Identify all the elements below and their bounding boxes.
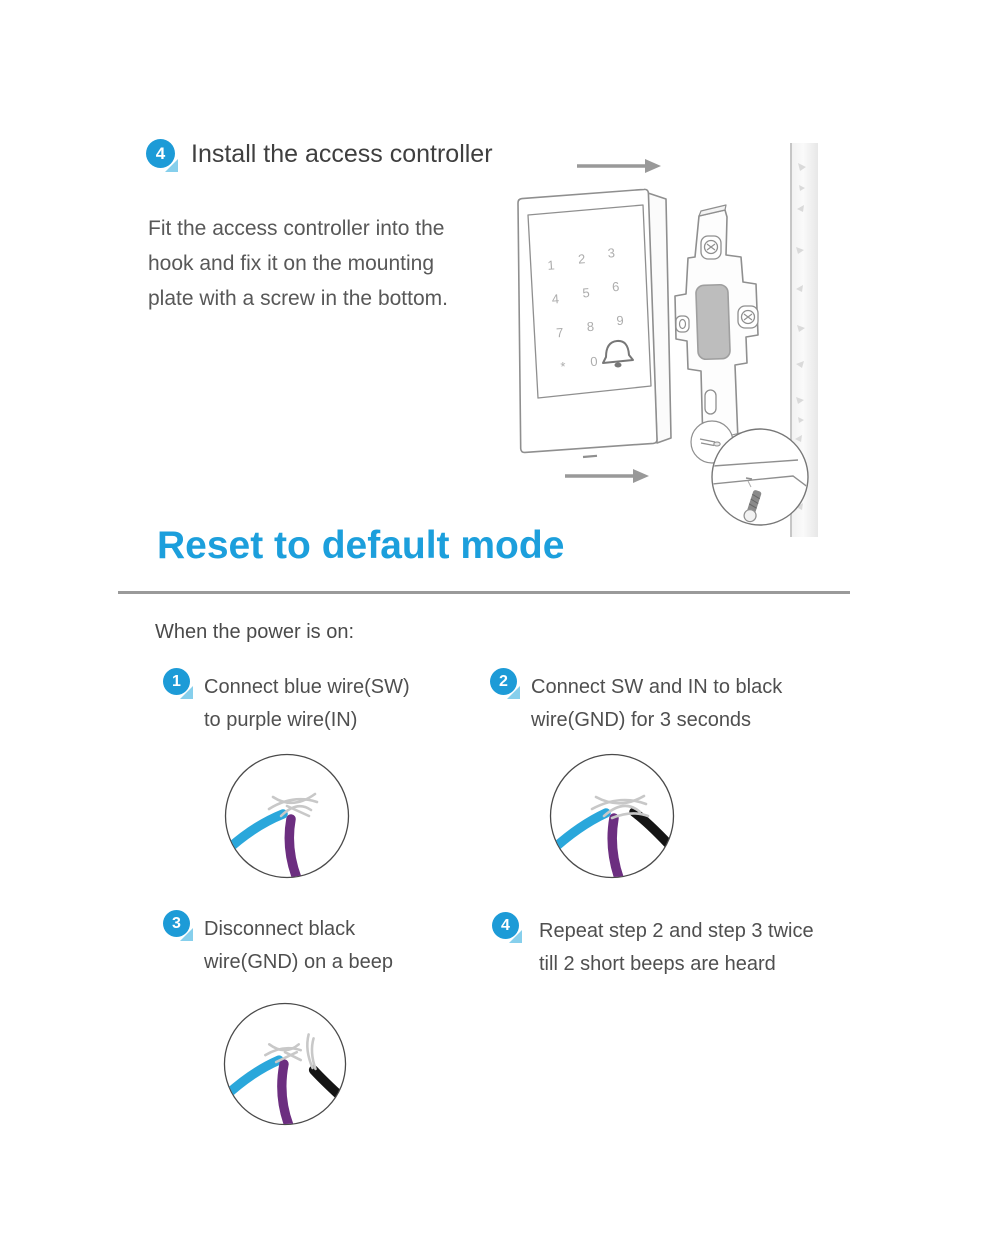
installation-diagram: 1 2 3 4 5 6 7 8 9 * 0 <box>517 143 818 537</box>
magnifier-detail-circle <box>711 428 809 526</box>
step-text-line: wire(GND) for 3 seconds <box>531 709 752 731</box>
keypad-key: 2 <box>578 251 586 266</box>
step-number: 3 <box>172 914 181 932</box>
step-number: 4 <box>155 143 166 163</box>
install-section-title: Install the access controller <box>191 140 493 168</box>
install-instructions: Fit the access controller into the hook … <box>148 211 448 316</box>
reset-section-heading: Reset to default mode <box>157 524 565 567</box>
step-number: 4 <box>501 916 510 934</box>
step-text-line: Connect blue wire(SW) <box>204 676 410 698</box>
step-badge-4: 4 <box>492 912 519 939</box>
step-text-line: Connect SW and IN to black <box>531 676 783 698</box>
black-wire-stripped-end <box>306 1033 317 1071</box>
step-badge-1: 1 <box>163 668 190 695</box>
screw-icon <box>700 235 722 260</box>
step-text-line: till 2 short beeps are heard <box>539 953 776 975</box>
keypad: 1 2 3 4 5 6 7 8 9 * 0 <box>547 245 624 374</box>
purple-wire-in <box>607 813 627 877</box>
keypad-key: 4 <box>551 291 559 306</box>
keypad-key: 7 <box>556 325 564 340</box>
step-badge-install-4: 4 <box>146 139 175 168</box>
screw-hole <box>675 315 690 333</box>
bell-icon <box>602 339 634 368</box>
step-number: 2 <box>499 672 508 690</box>
twisted-wire-ends <box>267 792 319 818</box>
step-text-line: Disconnect black <box>204 918 356 940</box>
purple-wire-in <box>277 1059 297 1125</box>
twisted-wire-ends <box>590 794 650 820</box>
access-controller <box>517 188 672 459</box>
step-3-text: Disconnect black wire(GND) on a beep <box>204 913 393 979</box>
plate-cutout <box>695 283 731 361</box>
install-instructions-line: hook and fix it on the mounting <box>148 252 435 275</box>
step-badge-3: 3 <box>163 910 190 937</box>
reset-intro-text: When the power is on: <box>155 621 354 643</box>
step-text-line: to purple wire(IN) <box>204 709 358 731</box>
keypad-key: 6 <box>612 279 620 294</box>
screw-icon <box>737 305 759 329</box>
section-divider <box>118 591 850 594</box>
step-number: 1 <box>172 672 181 690</box>
step-4-text: Repeat step 2 and step 3 twice till 2 sh… <box>539 915 814 981</box>
keypad-key: 5 <box>582 285 590 300</box>
keypad-key: * <box>560 359 566 374</box>
arrow-right-icon <box>565 469 649 483</box>
step-text-line: Repeat step 2 and step 3 twice <box>539 920 814 942</box>
bottom-slot <box>704 389 717 415</box>
wire-diagram-connect-black-gnd <box>549 753 675 879</box>
twisted-wire-ends <box>264 1043 303 1064</box>
step-1-text: Connect blue wire(SW) to purple wire(IN) <box>204 671 410 737</box>
keypad-key: 3 <box>607 245 615 260</box>
step-text-line: wire(GND) on a beep <box>204 951 393 973</box>
arrow-right-icon <box>577 159 661 173</box>
step-badge-2: 2 <box>490 668 517 695</box>
wire-diagram-connect-blue-purple <box>224 753 350 879</box>
screw-icon <box>743 490 762 523</box>
purple-wire-in <box>284 814 305 877</box>
keypad-key: 8 <box>586 319 594 334</box>
wire-diagram-disconnect-black <box>223 1002 347 1126</box>
step-2-text: Connect SW and IN to black wire(GND) for… <box>531 671 782 737</box>
keypad-key: 9 <box>616 313 624 328</box>
mounting-plate <box>674 204 759 446</box>
install-instructions-line: Fit the access controller into the <box>148 217 445 240</box>
install-instructions-line: plate with a screw in the bottom. <box>148 287 448 310</box>
keypad-key: 1 <box>547 257 555 272</box>
keypad-key: 0 <box>590 354 598 369</box>
